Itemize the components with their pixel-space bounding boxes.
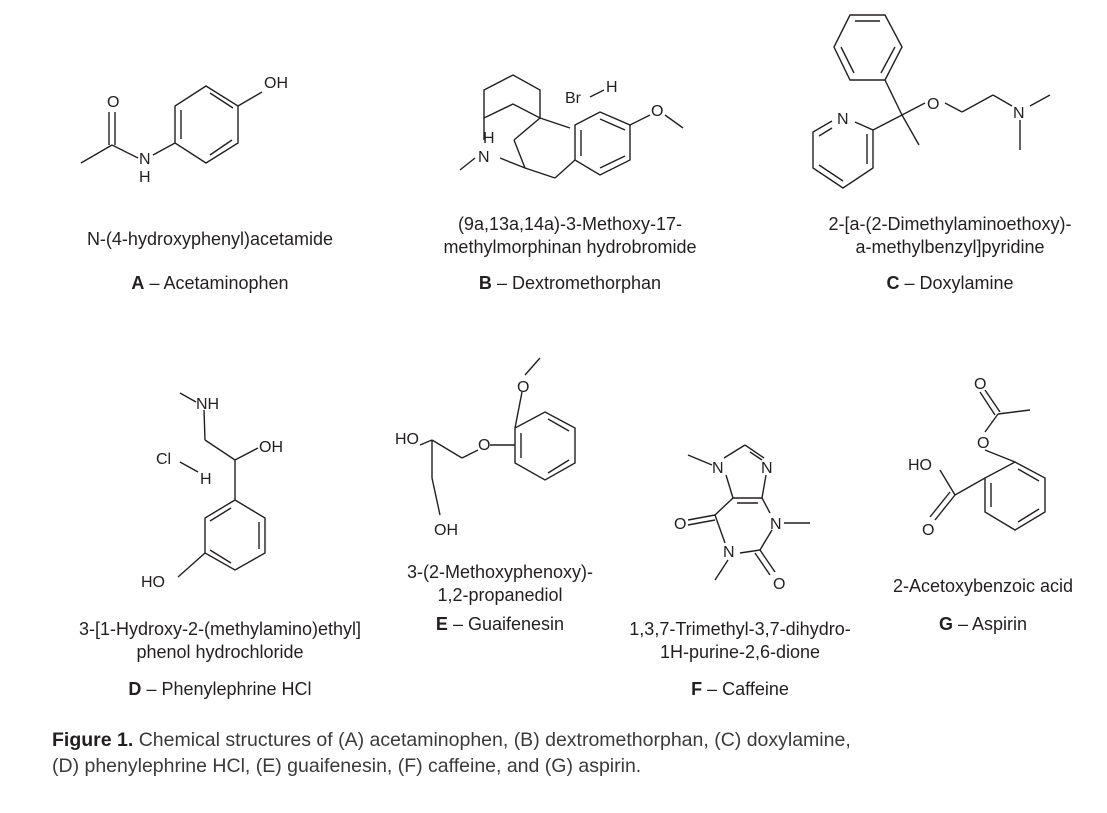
common-name: Guaifenesin	[467, 614, 565, 634]
atom-label: OH	[434, 522, 458, 539]
dash: –	[146, 679, 157, 699]
atom-label: O	[517, 379, 529, 396]
dash: –	[149, 273, 160, 293]
letter: E	[435, 614, 448, 634]
caption-label: Figure 1.	[52, 729, 134, 751]
dash: –	[904, 273, 915, 293]
atom-label: Br	[565, 90, 582, 107]
iupac-line: (9a,13a,14a)-3-Methoxy-17-	[457, 214, 683, 234]
iupac-line: 2-[a-(2-Dimethylaminoethoxy)-	[828, 214, 1072, 234]
atom-label: H	[200, 471, 212, 488]
compound-label-a: A – Acetaminophen	[40, 272, 380, 295]
structure-dextromethorphan: Br H O H N	[459, 74, 684, 179]
letter: C	[886, 273, 900, 293]
atom-label: N	[837, 111, 849, 128]
iupac-line: phenol hydrochloride	[136, 642, 304, 662]
dash: –	[452, 614, 463, 634]
dash: –	[957, 614, 968, 634]
iupac-line: 1,2-propanediol	[437, 585, 563, 605]
atom-label: O	[107, 94, 119, 111]
iupac-line: 3-(2-Methoxyphenoxy)-	[406, 562, 594, 582]
iupac-line: 3-[1-Hydroxy-2-(methylamino)ethyl]	[78, 619, 362, 639]
compound-label-g: G – Aspirin	[868, 613, 1098, 636]
atom-label: H	[139, 169, 151, 186]
dash: –	[496, 273, 507, 293]
caption-text: Chemical structures of (A) acetaminophen…	[133, 729, 851, 751]
common-name: Caffeine	[722, 679, 789, 699]
compound-label-b: B – Dextromethorphan	[400, 272, 740, 295]
iupac-name-e: 3-(2-Methoxyphenoxy)- 1,2-propanediol	[390, 561, 610, 607]
caption-text: (D) phenylephrine HCl, (E) guaifenesin, …	[52, 755, 642, 777]
atom-label: O	[478, 437, 490, 454]
atom-label: OH	[264, 75, 288, 92]
structure-acetaminophen: OH O N H	[80, 75, 288, 186]
atom-label: O	[927, 96, 939, 113]
atom-label: N	[770, 516, 782, 533]
compound-label-c: C – Doxylamine	[780, 272, 1107, 295]
iupac-line: 2-Acetoxybenzoic acid	[892, 576, 1074, 596]
structure-aspirin: O O HO O	[908, 376, 1046, 539]
atom-label: O	[974, 376, 986, 393]
atom-label: O	[773, 576, 785, 593]
structure-doxylamine: N O N	[812, 14, 1051, 189]
common-name: Dextromethorphan	[511, 273, 662, 293]
iupac-line: 1,3,7-Trimethyl-3,7-dihydro-	[629, 619, 851, 639]
atom-label: N	[761, 460, 773, 477]
atom-label: N	[712, 460, 724, 477]
atom-label: HO	[141, 574, 165, 591]
letter: D	[128, 679, 142, 699]
letter: F	[691, 679, 703, 699]
atom-label: NH	[196, 396, 219, 413]
iupac-line: N-(4-hydroxyphenyl)acetamide	[86, 229, 334, 249]
structure-guaifenesin: O O HO OH	[395, 357, 576, 539]
iupac-name-a: N-(4-hydroxyphenyl)acetamide	[40, 228, 380, 251]
common-name: Aspirin	[972, 614, 1028, 634]
atom-label: N	[478, 149, 490, 166]
compound-label-e: E – Guaifenesin	[390, 613, 610, 636]
iupac-name-b: (9a,13a,14a)-3-Methoxy-17- methylmorphina…	[400, 213, 740, 259]
letter: G	[938, 614, 953, 634]
letter: B	[478, 273, 492, 293]
atom-label: O	[977, 435, 989, 452]
atom-label: H	[483, 130, 495, 147]
letter: A	[131, 273, 145, 293]
common-name: Acetaminophen	[163, 273, 289, 293]
compound-label-d: D – Phenylephrine HCl	[40, 678, 400, 701]
compound-label-f: F – Caffeine	[590, 678, 890, 701]
figure-caption: Figure 1. Chemical structures of (A) ace…	[52, 727, 851, 779]
atom-label: H	[606, 79, 618, 96]
atom-label: N	[1013, 105, 1025, 122]
iupac-name-c: 2-[a-(2-Dimethylaminoethoxy)- a-methylben…	[780, 213, 1107, 259]
iupac-name-f: 1,3,7-Trimethyl-3,7-dihydro- 1H-purine-2,…	[590, 618, 890, 664]
atom-label: N	[139, 151, 151, 168]
iupac-line: a-methylbenzyl]pyridine	[855, 237, 1045, 257]
iupac-line: methylmorphinan hydrobromide	[443, 237, 697, 257]
iupac-name-d: 3-[1-Hydroxy-2-(methylamino)ethyl] phenol…	[40, 618, 400, 664]
structure-phenylephrine: NH OH Cl H HO	[141, 392, 283, 591]
atom-label: Cl	[156, 451, 171, 468]
atom-label: N	[723, 544, 735, 561]
atom-label: O	[674, 516, 686, 533]
common-name: Phenylephrine HCl	[161, 679, 312, 699]
atom-label: O	[651, 103, 663, 120]
atom-label: OH	[259, 439, 283, 456]
common-name: Doxylamine	[919, 273, 1014, 293]
structure-caffeine: N N O N N O	[674, 444, 810, 593]
atom-label: HO	[395, 431, 419, 448]
iupac-name-g: 2-Acetoxybenzoic acid	[868, 575, 1098, 598]
atom-label: O	[922, 522, 934, 539]
iupac-line: 1H-purine-2,6-dione	[659, 642, 821, 662]
atom-label: HO	[908, 457, 932, 474]
dash: –	[707, 679, 718, 699]
